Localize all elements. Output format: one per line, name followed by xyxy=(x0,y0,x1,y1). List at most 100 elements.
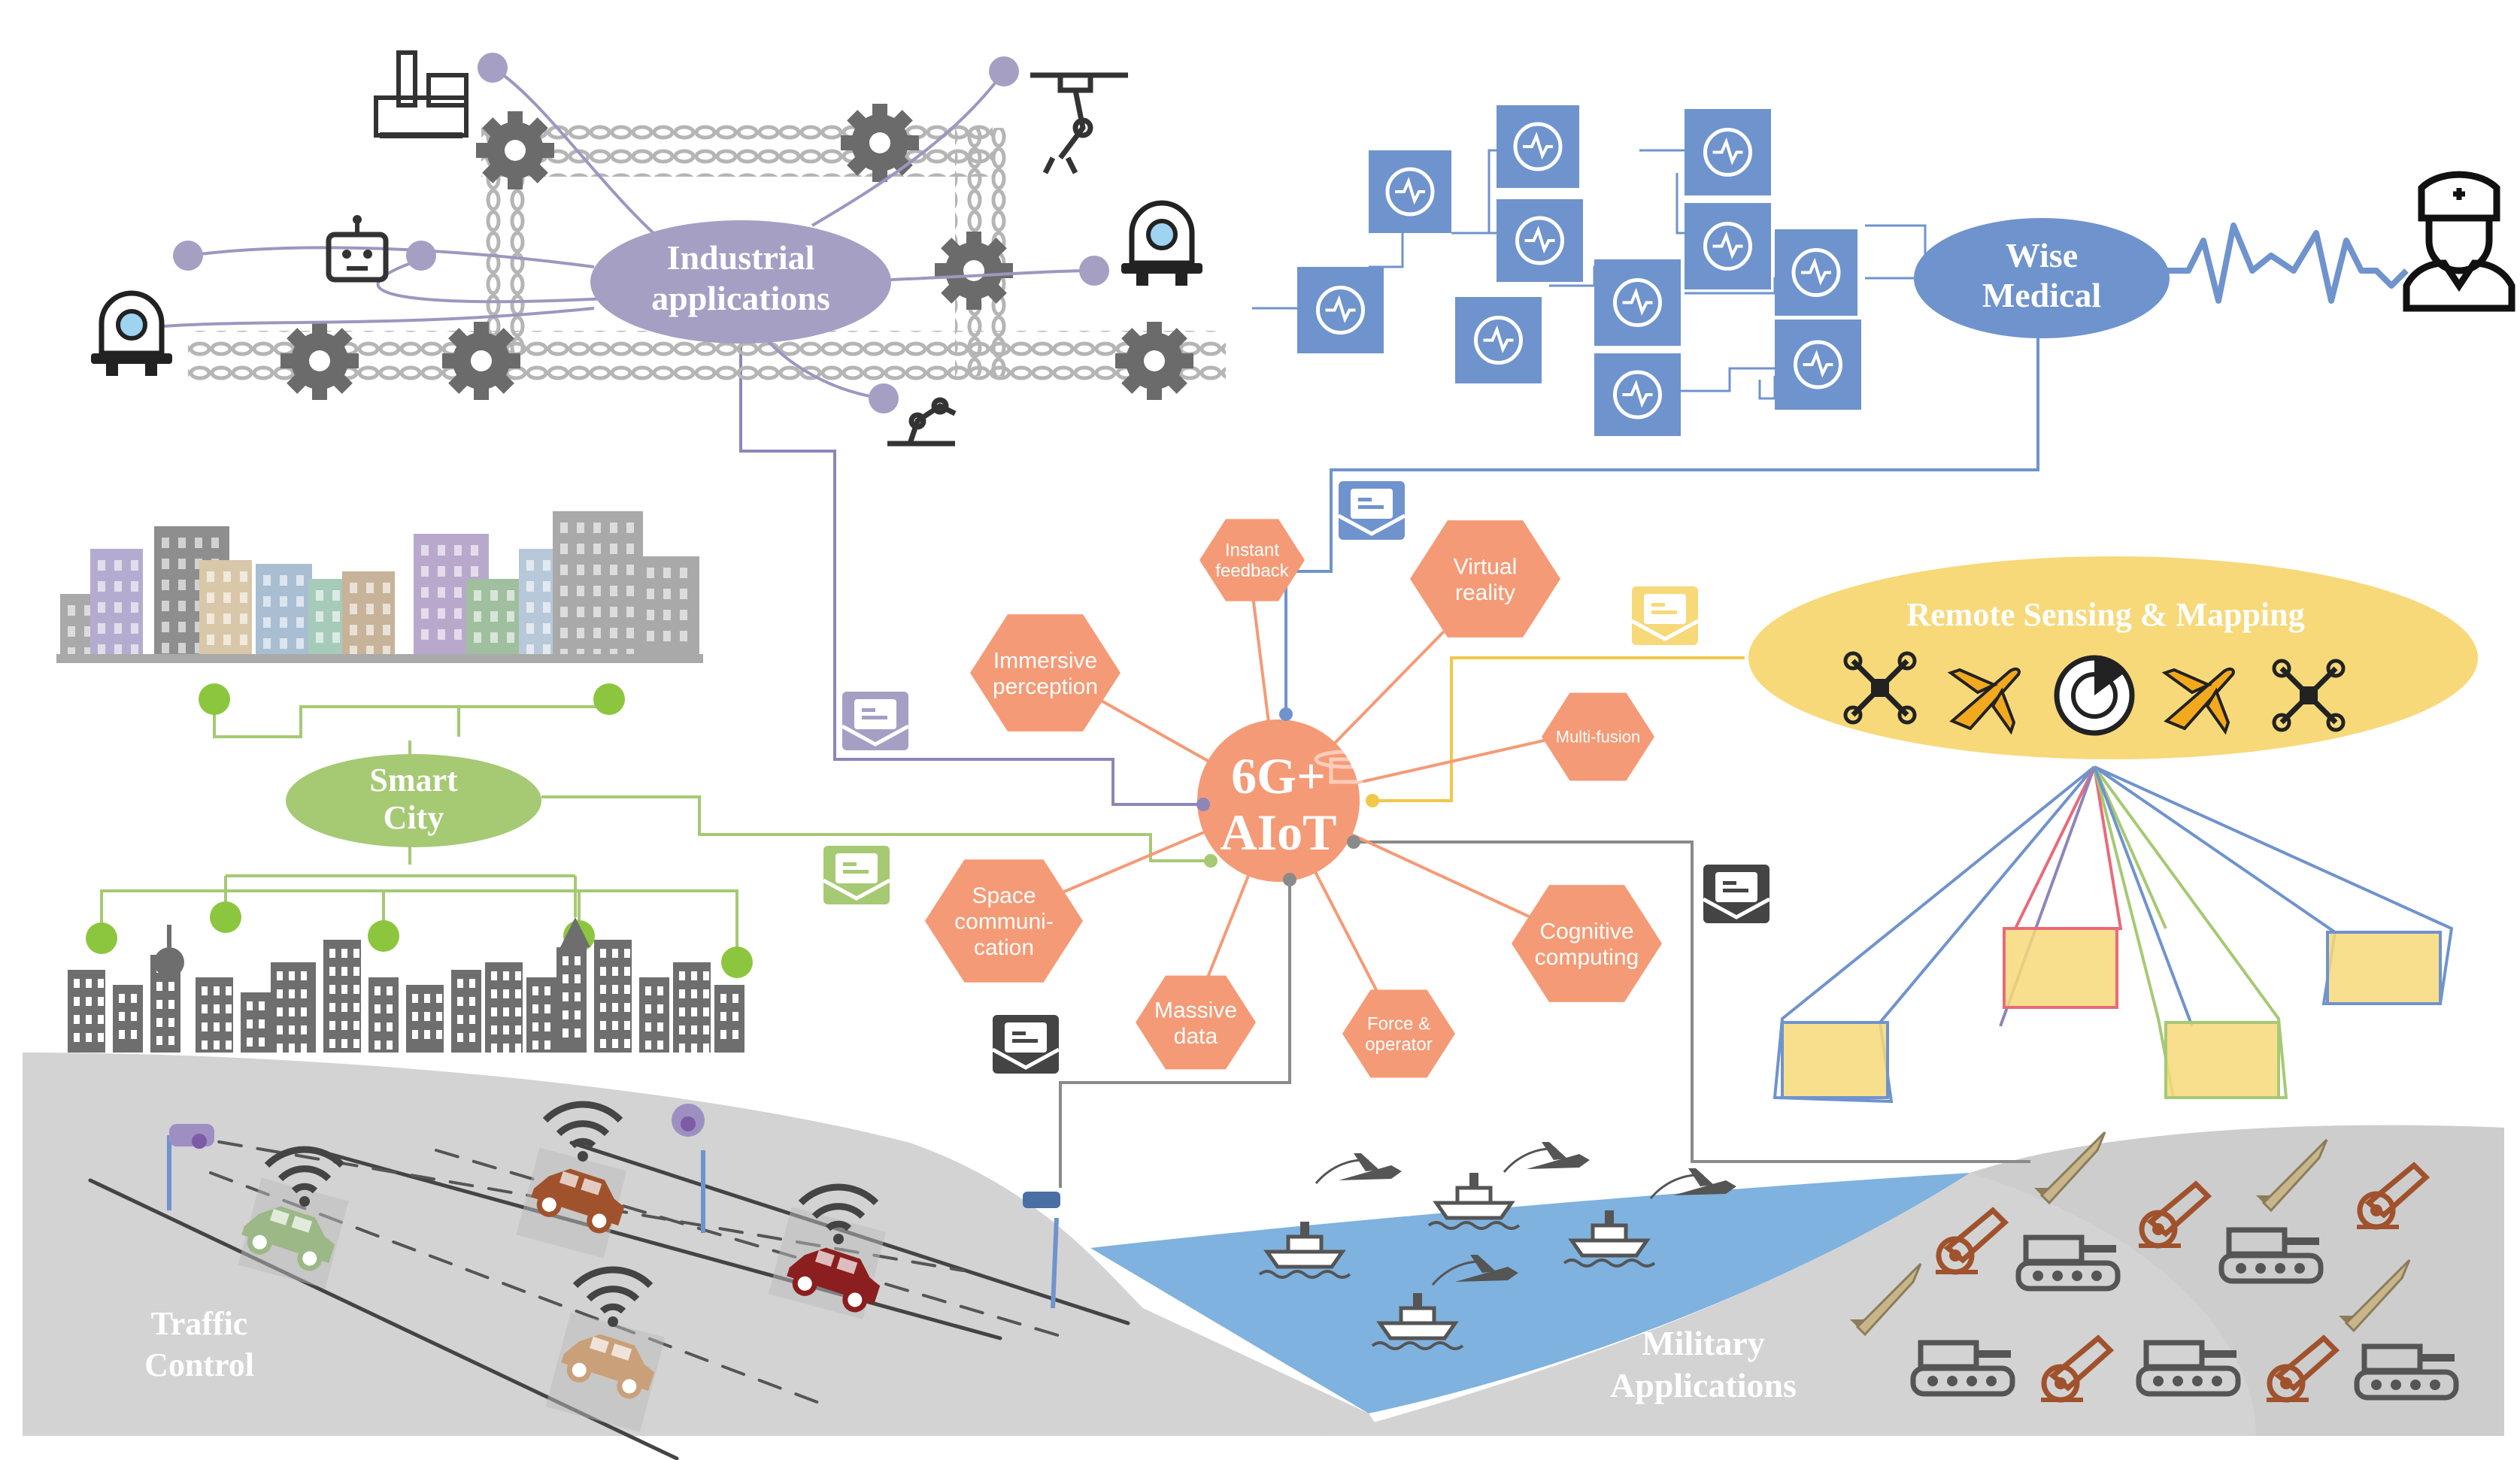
hex-label: Immersive xyxy=(993,648,1097,673)
heartbeat-line xyxy=(2166,223,2409,304)
smart-city-label-line1: Smart xyxy=(369,762,458,798)
city-building xyxy=(673,962,711,1053)
pod-robot-icon xyxy=(91,293,172,376)
city-building xyxy=(714,985,744,1053)
doctor-icon xyxy=(2403,171,2515,312)
traffic-section: Traffic Control xyxy=(144,1104,1060,1432)
gear-icon xyxy=(1115,322,1193,400)
industrial-label-line1: Industrial xyxy=(667,238,815,277)
sea xyxy=(1090,1173,1970,1413)
city-building xyxy=(639,977,669,1053)
industrial-machine-icon xyxy=(374,50,469,138)
pod-robot-icon xyxy=(1121,203,1202,286)
message-icon xyxy=(1632,586,1698,645)
medical-bubble xyxy=(1914,218,2170,338)
city-building xyxy=(526,977,556,1053)
city-building xyxy=(271,962,316,1053)
traffic-label-line1: Traffic xyxy=(151,1305,248,1342)
jet-icon xyxy=(1503,1140,1591,1174)
message-icon xyxy=(842,692,908,750)
remote-sensing-section: Remote Sensing & Mapping xyxy=(1748,556,2478,1104)
hex-label: feedback xyxy=(1215,561,1289,581)
radar-icon xyxy=(2054,655,2135,736)
message-icon xyxy=(993,1015,1059,1074)
lungs-icon xyxy=(1369,150,1451,233)
message-icon xyxy=(1703,865,1769,923)
center-title-line2: AIoT xyxy=(1221,804,1337,861)
military-section: Military Applications xyxy=(1260,1131,2456,1404)
hex-label: Multi-fusion xyxy=(1556,728,1640,747)
robotic-arm-icon xyxy=(1030,72,1128,174)
hex-label: computing xyxy=(1535,945,1639,970)
industrial-label-line2: applications xyxy=(651,279,830,317)
city-building xyxy=(256,564,312,662)
gear-icon xyxy=(281,322,359,400)
industrial-section: Industrial applications xyxy=(91,50,1226,447)
city-building xyxy=(241,992,271,1053)
hex-label: Massive xyxy=(1154,998,1237,1022)
city-building xyxy=(639,556,699,662)
gear-icon xyxy=(442,322,520,400)
medical-label-line2: Medical xyxy=(1982,276,2101,314)
message-icon xyxy=(1339,481,1405,540)
city-building xyxy=(553,511,643,662)
hex-label: Virtual xyxy=(1454,554,1518,579)
stethoscope-icon xyxy=(1685,109,1771,195)
heart-monitor-icon xyxy=(1297,267,1384,353)
hex-label: communi- xyxy=(954,910,1054,934)
city-building xyxy=(90,549,143,662)
city-building xyxy=(323,940,361,1053)
center-dots xyxy=(1196,707,1379,886)
hex-label: Space xyxy=(972,883,1036,908)
terrain xyxy=(23,1053,2504,1436)
city-building xyxy=(68,970,105,1053)
message-icon xyxy=(823,846,890,904)
dna-icon xyxy=(1775,229,1857,316)
hex-label: Cognitive xyxy=(1539,919,1633,944)
city-building xyxy=(594,940,632,1053)
connectors xyxy=(541,338,2039,1188)
hex-label: reality xyxy=(1455,580,1515,605)
jet-icon xyxy=(1315,1152,1403,1185)
military-label-line2: Applications xyxy=(1610,1366,1797,1404)
syringe-icon xyxy=(1775,320,1861,410)
city-building xyxy=(485,962,523,1053)
traffic-label-line2: Control xyxy=(144,1346,254,1383)
smart-city-label-line2: City xyxy=(384,799,444,836)
lungs-icon xyxy=(1594,353,1681,436)
cctv-icons xyxy=(169,1104,1060,1208)
city-building xyxy=(113,985,143,1053)
city-building xyxy=(196,977,233,1053)
liver-icon xyxy=(1594,259,1681,346)
city-building xyxy=(556,947,587,1053)
city-building xyxy=(466,579,519,662)
smart-city-section: Smart City xyxy=(56,511,753,1053)
city-building xyxy=(199,560,252,662)
medical-label-line1: Wise xyxy=(2006,236,2078,274)
smart-city-bubble xyxy=(286,754,541,847)
hex-force: Force &operator xyxy=(1342,989,1455,1078)
hex-label: Instant xyxy=(1225,541,1279,561)
city-building xyxy=(342,571,395,662)
center-title-line1: 6G+ xyxy=(1231,747,1326,804)
military-label-line1: Military xyxy=(1642,1324,1765,1362)
city-building xyxy=(451,970,481,1053)
hex-multifusion: Multi-fusion xyxy=(1542,692,1654,781)
city-building xyxy=(368,977,399,1053)
medical-section: Wise Medical xyxy=(1252,105,2515,436)
remote-sensing-label: Remote Sensing & Mapping xyxy=(1906,596,2304,633)
hex-label: perception xyxy=(993,674,1098,699)
hex-label: data xyxy=(1174,1024,1218,1049)
industrial-bubble xyxy=(590,220,891,344)
gear-icon xyxy=(935,232,1013,310)
gear-icon xyxy=(476,111,554,189)
heart-organ-icon xyxy=(1685,203,1771,289)
